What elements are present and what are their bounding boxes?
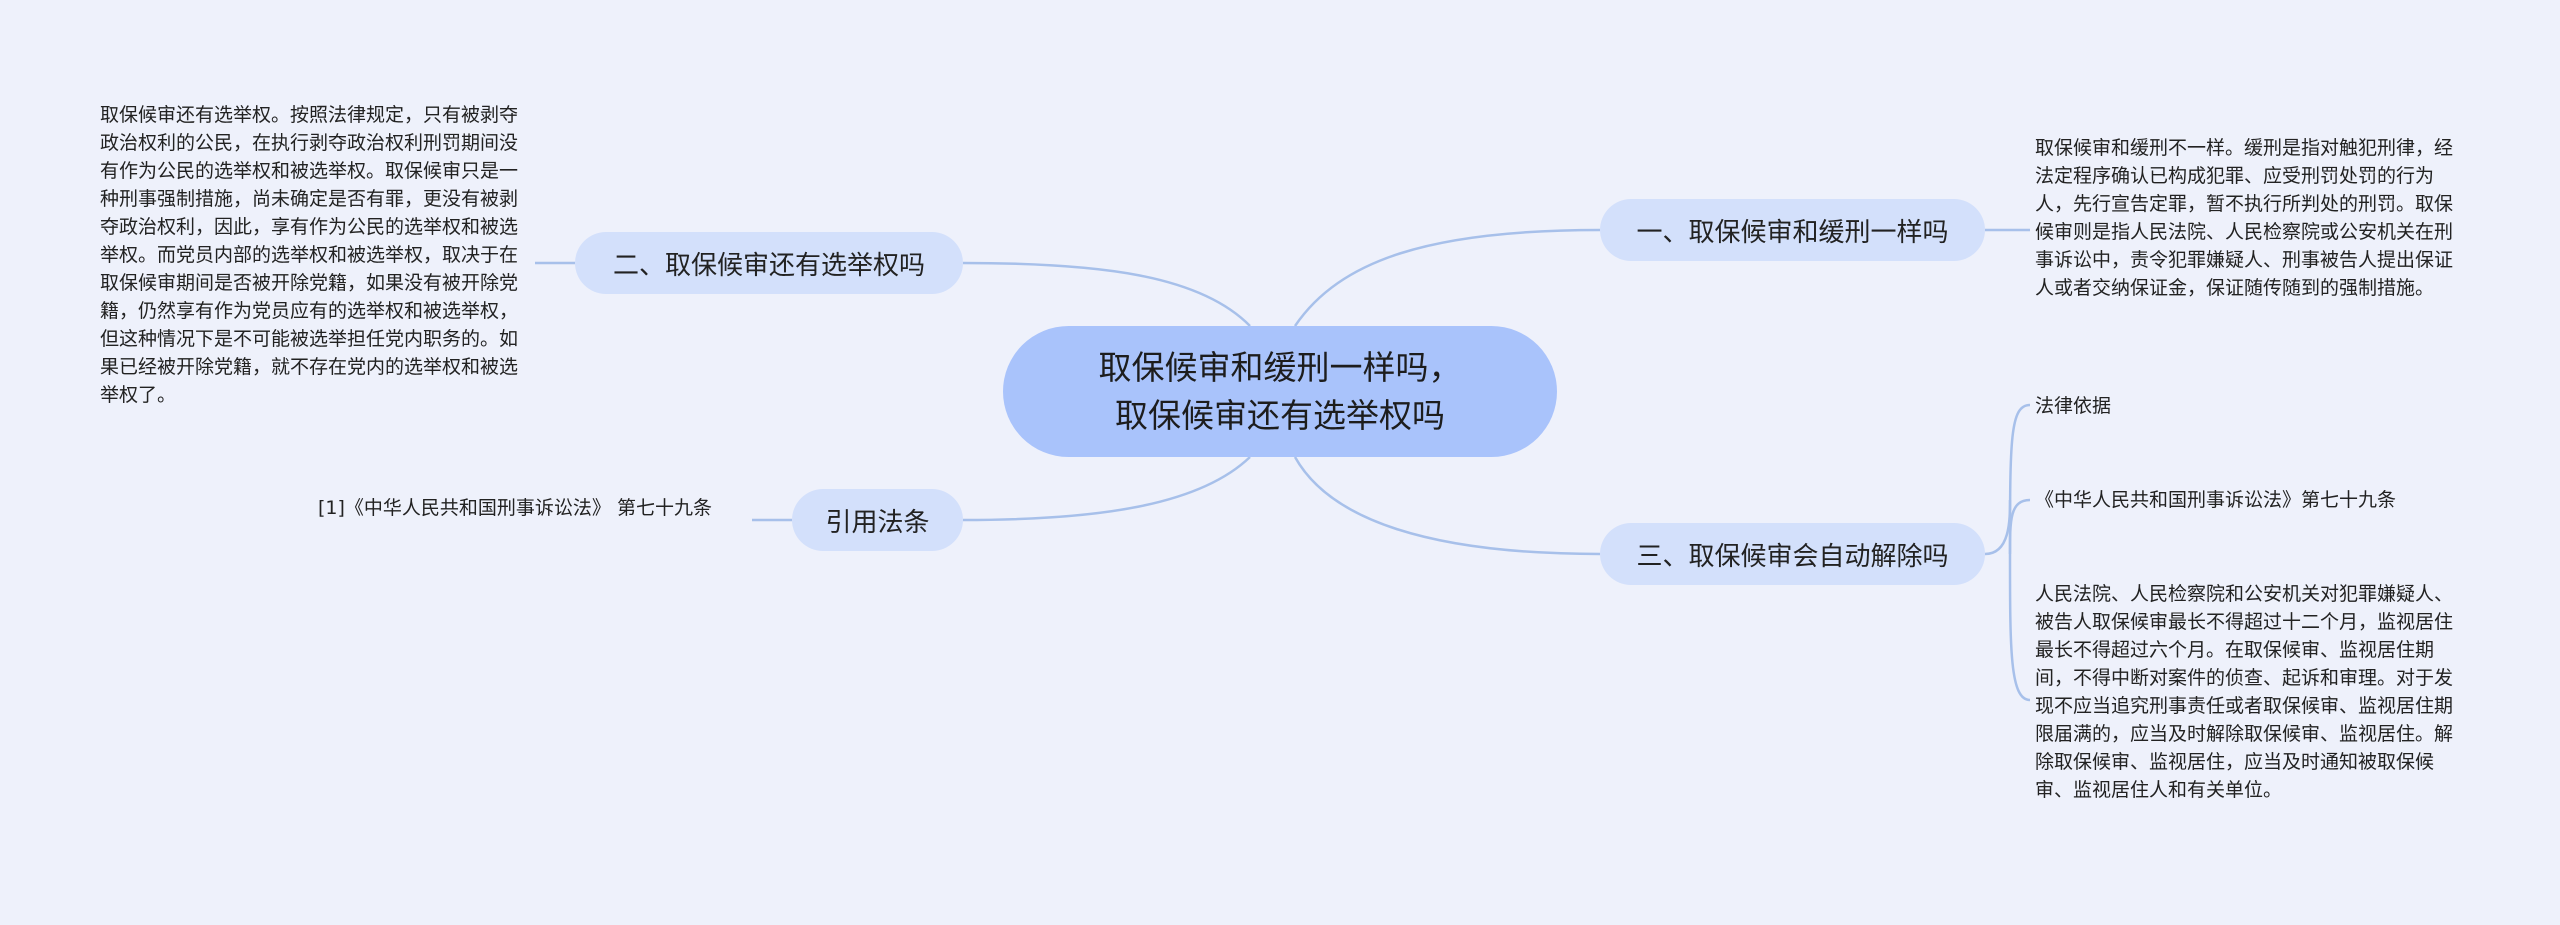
note-voting-rights: 取保候审还有选举权。按照法律规定，只有被剥夺政治权利的公民，在执行剥夺政治权利刑… — [100, 104, 519, 406]
note-law-reference: 《中华人民共和国刑事诉讼法》第七十九条 — [2035, 489, 2397, 511]
branch-cited-law[interactable]: 引用法条 — [792, 489, 963, 551]
central-topic-line2: 取保候审还有选举权吗 — [1115, 395, 1445, 435]
central-topic[interactable]: 取保候审和缓刑一样吗， 取保候审还有选举权吗 — [1003, 326, 1557, 457]
branch-label: 一、取保候审和缓刑一样吗 — [1636, 217, 1949, 248]
link-b3-hub — [1984, 499, 2012, 556]
central-topic-line1: 取保候审和缓刑一样吗， — [1098, 347, 1462, 387]
note-law-article-content: 人民法院、人民检察院和公安机关对犯罪嫌疑人、被告人取保候审最长不得超过十二个月，… — [2035, 583, 2454, 801]
branch-voting-rights[interactable]: 二、取保候审还有选举权吗 — [575, 232, 963, 294]
branch-label: 三、取保候审会自动解除吗 — [1636, 541, 1949, 572]
note-probation-difference: 取保候审和缓刑不一样。缓刑是指对触犯刑律，经法定程序确认已构成犯罪、应受刑罚处罚… — [2035, 137, 2454, 299]
branch-auto-release[interactable]: 三、取保候审会自动解除吗 — [1600, 523, 1985, 585]
link-b3-law — [2008, 498, 2031, 555]
link-center-b1 — [1293, 228, 1601, 327]
link-center-b2 — [962, 261, 1251, 327]
branch-label: 引用法条 — [825, 507, 930, 538]
link-b3-basis — [2008, 403, 2031, 555]
link-center-b4 — [962, 456, 1251, 522]
link-center-b3 — [1293, 456, 1601, 556]
branch-same-as-probation[interactable]: 一、取保候审和缓刑一样吗 — [1600, 199, 1985, 261]
note-legal-basis-label: 法律依据 — [2035, 395, 2112, 417]
link-b3-content — [2008, 553, 2031, 702]
note-citation: [1]《中华人民共和国刑事诉讼法》 第七十九条 — [318, 497, 712, 519]
branch-label: 二、取保候审还有选举权吗 — [612, 250, 925, 281]
